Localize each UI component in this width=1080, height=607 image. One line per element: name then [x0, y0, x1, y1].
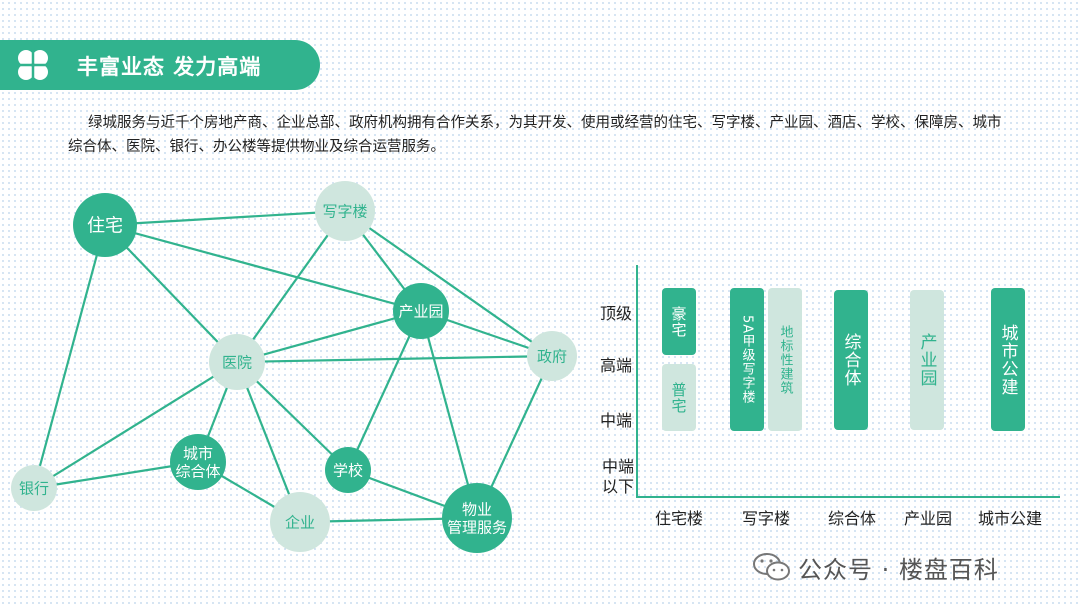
edge-yiyuan-yinhang: [33, 361, 238, 489]
node-label: 政府: [537, 347, 567, 365]
node-label: 企业: [285, 513, 315, 531]
node-qiye: 企业: [270, 492, 330, 552]
bar-public-building: 城市公建: [991, 288, 1025, 431]
node-label: 医院: [222, 353, 252, 371]
node-circle: [209, 334, 265, 390]
wechat-icon: [753, 553, 790, 581]
node-yiyuan: 医院: [209, 334, 265, 390]
node-circle: [170, 434, 226, 490]
node-zhengfu: 政府: [527, 331, 577, 381]
node-circle: [315, 181, 375, 241]
bar-industrial-park: 产业园: [910, 290, 944, 430]
bar-luxury-residence: 豪宅: [662, 288, 696, 355]
node-label: 产业园: [398, 302, 443, 320]
edge-zhuzhai-xiezilou: [104, 209, 346, 227]
node-label: 学校: [333, 461, 363, 479]
node-label: 银行: [19, 479, 49, 497]
bar-complex: 综合体: [834, 290, 868, 430]
edge-chanyeyuan-wuye: [419, 310, 479, 519]
bar-ordinary-residence: 普宅: [662, 364, 696, 431]
x-label: 综合体: [827, 509, 876, 528]
node-label: 写字楼: [322, 202, 367, 220]
node-zhuzhai: 住宅: [73, 193, 137, 257]
node-xiezilou: 写字楼: [315, 181, 375, 241]
edge-zhuzhai-chanyeyuan: [104, 223, 422, 313]
watermark: 公众号 · 楼盘百科: [798, 556, 999, 584]
y-label: 中端: [599, 411, 632, 430]
edge-chanyeyuan-yiyuan: [236, 309, 422, 364]
x-label: 城市公建: [977, 509, 1042, 528]
node-circle: [442, 483, 512, 553]
x-label: 住宅楼: [654, 509, 703, 528]
y-label: 顶级: [599, 304, 632, 323]
y-axis: [636, 265, 638, 498]
node-xuexiao: 学校: [325, 447, 371, 493]
node-circle: [527, 331, 577, 381]
edge-chanyeyuan-xuexiao: [347, 310, 422, 471]
x-label: 写字楼: [741, 509, 790, 528]
x-label: 产业园: [903, 509, 952, 528]
y-label: 中端以下: [601, 457, 634, 496]
node-yinhang: 银行: [11, 465, 57, 511]
y-label: 高端: [599, 356, 632, 375]
node-circle: [393, 283, 449, 339]
edge-xiezilou-yiyuan: [236, 210, 346, 363]
edge-zhuzhai-yinhang: [32, 224, 107, 489]
node-circle: [73, 193, 137, 257]
node-label: 管理服务: [447, 518, 507, 536]
bar-5a-office: 5A甲级写字楼: [730, 288, 764, 431]
x-axis: [636, 496, 1060, 498]
node-circle: [270, 492, 330, 552]
node-label: 住宅: [87, 215, 123, 236]
edge-xiezilou-zhengfu: [344, 210, 553, 357]
edge-yiyuan-zhengfu: [236, 354, 553, 364]
node-label: 综合体: [175, 462, 220, 480]
clover-icon: [16, 48, 50, 82]
node-circle: [11, 465, 57, 511]
node-chengshi: 城市综合体: [170, 434, 226, 490]
node-label: 物业: [462, 500, 492, 518]
node-label: 城市: [183, 444, 213, 462]
node-chanyeyuan: 产业园: [393, 283, 449, 339]
intro-paragraph: 绿城服务与近千个房地产商、企业总部、政府机构拥有合作关系，为其开发、使用或经营的…: [68, 115, 1002, 155]
section-header: 丰富业态 发力高端: [0, 40, 320, 90]
node-circle: [325, 447, 371, 493]
page-title: 丰富业态 发力高端: [77, 55, 262, 79]
bar-landmark: 地标性建筑: [768, 288, 802, 431]
